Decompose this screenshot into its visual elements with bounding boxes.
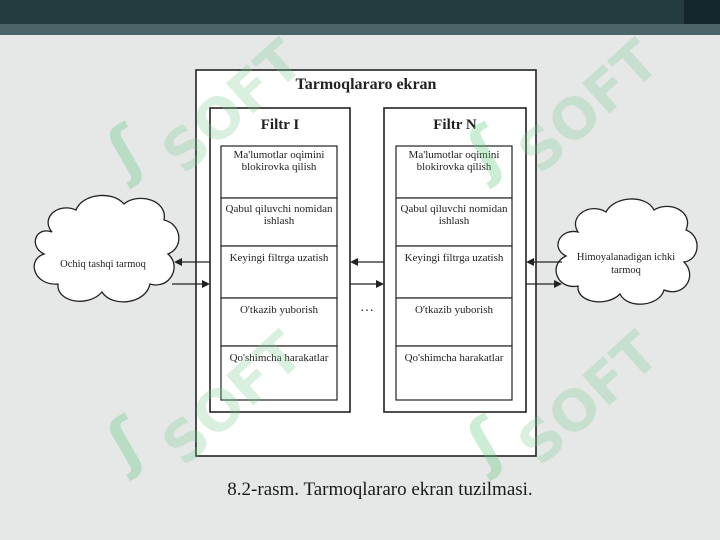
filter-left-cell-4 bbox=[220, 297, 338, 347]
arrowhead-from-left-cloud bbox=[202, 280, 210, 288]
filter-right-cell-2 bbox=[395, 197, 513, 247]
slide-header-bar bbox=[0, 0, 720, 24]
filter-left-title: Filtr I bbox=[260, 117, 300, 133]
slide-header-accent bbox=[684, 0, 720, 24]
filter-right-cell-5-label: Qo'shimcha harakatlar bbox=[404, 352, 504, 364]
right-cloud-shape bbox=[555, 198, 698, 305]
arrowhead-between-filters-bottom bbox=[376, 280, 384, 288]
left-cloud-label: Ochiq tashqi tarmoq bbox=[60, 259, 146, 270]
filter-left-cell-2-label: Qabul qiluvchi nomidan ishlash bbox=[225, 203, 333, 227]
filter-left-cell-2 bbox=[220, 197, 338, 247]
arrowhead-between-filters-top bbox=[350, 258, 358, 266]
firewall-title: Tarmoqlararo ekran bbox=[295, 76, 437, 93]
arrowhead-to-right-cloud bbox=[554, 280, 562, 288]
filter-right-cell-4-label: O'tkazib yuborish bbox=[414, 304, 494, 316]
filter-left-cell-5 bbox=[220, 345, 338, 401]
filter-right-cell-4 bbox=[395, 297, 513, 347]
arrowhead-from-right-cloud bbox=[526, 258, 534, 266]
filter-left-cell-3 bbox=[220, 245, 338, 299]
left-cloud-shape bbox=[33, 194, 180, 303]
filters-ellipsis: … bbox=[360, 300, 374, 315]
right-cloud-label: Himoyalanadigan ichki tarmoq bbox=[576, 252, 676, 276]
filter-left-cell-1-label: Ma'lumotlar oqimini blokirovka qilish bbox=[233, 149, 325, 173]
filter-right-cell-2-label: Qabul qiluvchi nomidan ishlash bbox=[400, 203, 508, 227]
slide-header-stripe bbox=[0, 24, 720, 35]
filter-right-cell-3-label: Keyingi filtrga uzatish bbox=[404, 252, 504, 264]
filter-left-cell-5-label: Qo'shimcha harakatlar bbox=[229, 352, 329, 364]
filter-right-cell-5 bbox=[395, 345, 513, 401]
figure-caption: 8.2-rasm. Tarmoqlararo ekran tuzilmasi. bbox=[227, 479, 533, 500]
filter-right-title: Filtr N bbox=[433, 117, 477, 133]
filter-right-cell-3 bbox=[395, 245, 513, 299]
filter-left-cell-3-label: Keyingi filtrga uzatish bbox=[229, 252, 329, 264]
arrowhead-to-left-cloud bbox=[174, 258, 182, 266]
filter-right-cell-1-label: Ma'lumotlar oqimini blokirovka qilish bbox=[408, 149, 500, 173]
filter-left-cell-4-label: O'tkazib yuborish bbox=[239, 304, 319, 316]
